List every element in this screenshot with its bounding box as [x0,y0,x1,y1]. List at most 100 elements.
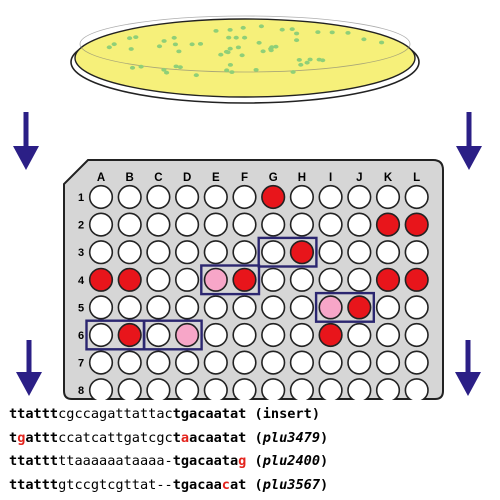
colony [256,40,262,45]
colony [171,35,177,40]
colony [128,47,134,51]
column-label-g: G [269,172,278,184]
well-k2-red [375,212,401,237]
row-label-3: 3 [78,247,84,259]
colony [279,27,285,32]
mismatch-base: c [221,476,230,493]
well-h5-white [289,295,315,320]
label-open-paren: ( [254,453,263,469]
well-l6-white [404,322,429,348]
label-open-paren: ( [254,429,263,446]
well-f6-white [232,322,257,348]
column-label-k: K [384,172,393,184]
column-label-j: J [356,172,362,184]
colony [197,42,204,46]
well-h8-white [289,378,314,400]
label-open-paren: ( [254,476,263,493]
well-a6-white [88,322,114,348]
colony [164,70,170,75]
colony [289,27,295,31]
colony [138,64,144,69]
well-i5-pink [318,295,343,320]
sequence-segment: tgacaata [172,453,239,469]
well-e6-white [203,322,228,348]
well-g8-white [261,378,286,400]
colony [290,70,296,74]
colony [106,45,112,50]
sequence-label: (insert) [254,406,321,422]
column-label-h: H [298,172,306,184]
column-label-f: F [241,172,248,184]
column-label-d: D [183,172,191,184]
sequence-line: ttatttcgccagattattactgacaatat (insert) [9,403,495,427]
sequence-segment: ttaaaaaataaaa- [58,453,173,469]
gene-name: plu2400 [262,453,321,469]
colony [227,46,233,51]
well-i4-white [318,267,343,292]
colony [329,30,335,35]
sequence-segment: t [9,429,18,446]
arrow-bottom-right [455,340,481,396]
well-f3-white [232,240,257,265]
well-j6-white [347,322,372,348]
well-c5-white [146,295,171,320]
sequence-line: tgatttccatcattgatcgctaacaatat (plu3479) [9,427,495,451]
well-l1-white [404,184,429,210]
well-d7-white [175,350,200,375]
sequence-segment: t [172,429,181,446]
colony [258,24,264,29]
colony [223,49,230,54]
colony [361,37,367,42]
well-l5-white [404,295,429,320]
well-c6-white [146,322,171,348]
well-g1-red [261,184,286,210]
label-close-paren: ) [320,453,329,469]
well-e5-white [203,295,228,320]
colony [315,30,321,34]
colony [111,42,117,47]
gene-name: plu3567 [262,476,321,493]
sequence-segment: cgccagattattac [58,406,173,422]
colony [177,65,183,70]
well-k3-white [375,240,401,265]
arrow-top-left [13,112,39,170]
colony [273,44,279,49]
well-h4-white [289,267,315,292]
well-j7-white [347,350,372,375]
well-g3-white [261,240,286,265]
gene-name: plu3479 [262,429,321,446]
colony [189,42,195,47]
sequence-label: (plu3567) [255,477,329,493]
well-e4-pink [203,267,228,292]
arrow-bottom-left [16,340,42,396]
well-d5-white [175,295,200,320]
well-c1-white [146,184,171,210]
colony [227,28,233,32]
well-j3-white [347,240,372,265]
colony [193,73,199,78]
colony [129,65,136,70]
well-d8-white [175,378,200,400]
arrow-top-right [456,112,482,170]
sequence-segment: acaatat [189,429,247,446]
well-d2-white [175,212,200,237]
well-c4-white [146,267,171,292]
colony [379,40,385,45]
wells [88,184,429,400]
sequence-label: (plu2400) [255,453,329,469]
well-k1-white [375,184,401,210]
well-k7-white [375,350,401,375]
well-a1-white [88,184,114,210]
well-b8-white [117,378,142,400]
petri-dish [70,15,420,104]
well-i6-red [318,322,343,348]
mismatch-base: g [238,453,247,469]
well-c8-white [146,378,171,400]
highlight-box-ij5 [314,291,376,323]
highlight-box-cd6 [142,319,203,351]
colony [307,57,313,62]
sequence-segment: ttattt [9,476,59,493]
colony [213,29,219,33]
colony [268,48,274,53]
